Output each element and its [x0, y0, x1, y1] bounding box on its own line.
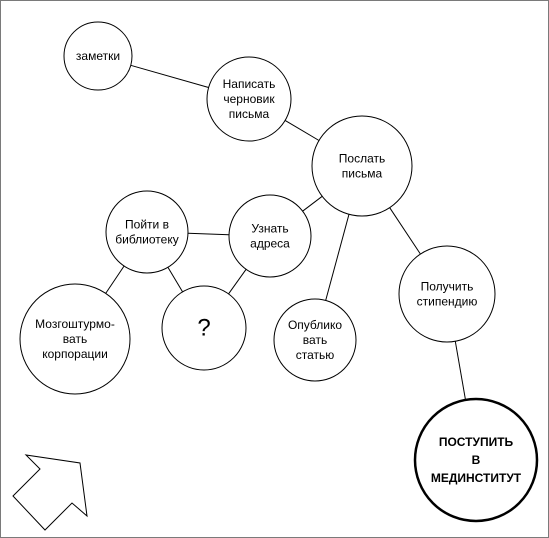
edge-draft_letter-to-send_letters — [284, 119, 320, 141]
node-circle — [273, 298, 357, 382]
node-notes: заметки — [63, 21, 133, 91]
edge-send_letters-to-publish_article — [325, 214, 350, 301]
edge-send_letters-to-find_addresses — [302, 195, 323, 212]
node-circle — [228, 194, 312, 278]
node-label-line: адреса — [250, 237, 290, 251]
node-label-line: письма — [229, 107, 270, 121]
node-label-line: МЕДИНСТИТУТ — [431, 471, 522, 485]
node-label-line: письма — [342, 167, 383, 181]
node-label-line: Узнать — [251, 222, 288, 236]
node-label-line: В — [472, 453, 481, 467]
node-circle — [161, 285, 247, 371]
node-circle — [311, 115, 413, 217]
edge-go_to_library-to-find_addresses — [187, 232, 230, 236]
node-label-line: ПОСТУПИТЬ — [439, 435, 514, 449]
edge-send_letters-to-get_scholarship — [389, 207, 421, 255]
node-circle — [105, 190, 189, 274]
node-unknown-step: ? — [161, 285, 247, 371]
nodes-layer: заметкиНаписатьчерновикписьмаПослатьпись… — [19, 21, 539, 523]
edge-find_addresses-to-unknown_step — [228, 269, 247, 295]
node-label-line: черновик — [223, 92, 275, 106]
node-label-line: Опублико — [288, 318, 342, 332]
node-label-line: ? — [197, 315, 210, 342]
node-label-line: корпорации — [42, 347, 108, 361]
node-label-line: библиотеку — [115, 233, 178, 247]
edge-go_to_library-to-brainstorm_corporations — [105, 265, 125, 294]
edge-notes-to-draft_letter — [130, 64, 209, 88]
node-label-line: Мозгоштурмо- — [35, 317, 115, 331]
node-label-line: статью — [296, 348, 335, 362]
node-label-line: Послать — [339, 152, 385, 166]
edge-go_to_library-to-unknown_step — [167, 267, 184, 293]
edges-layer — [105, 64, 466, 400]
node-label-line: стипендию — [417, 295, 478, 309]
node-circle — [206, 56, 292, 142]
node-circle — [398, 245, 496, 343]
node-label-line: вать — [63, 332, 87, 346]
node-label-line: Пойти в — [125, 218, 169, 232]
node-circle — [19, 283, 131, 395]
node-circle — [413, 397, 539, 523]
node-label-line: Написать — [223, 77, 276, 91]
node-enter-medical-school: ПОСТУПИТЬ В МЕДИНСТИТУТ — [413, 397, 539, 523]
up-right-arrow-icon — [12, 454, 88, 531]
node-circle — [63, 21, 133, 91]
node-label-line: Получить — [421, 280, 474, 294]
node-label-line: заметки — [76, 49, 120, 63]
node-label-line: вать — [303, 333, 327, 347]
edge-get_scholarship-to-enter_medical_school — [454, 341, 466, 400]
